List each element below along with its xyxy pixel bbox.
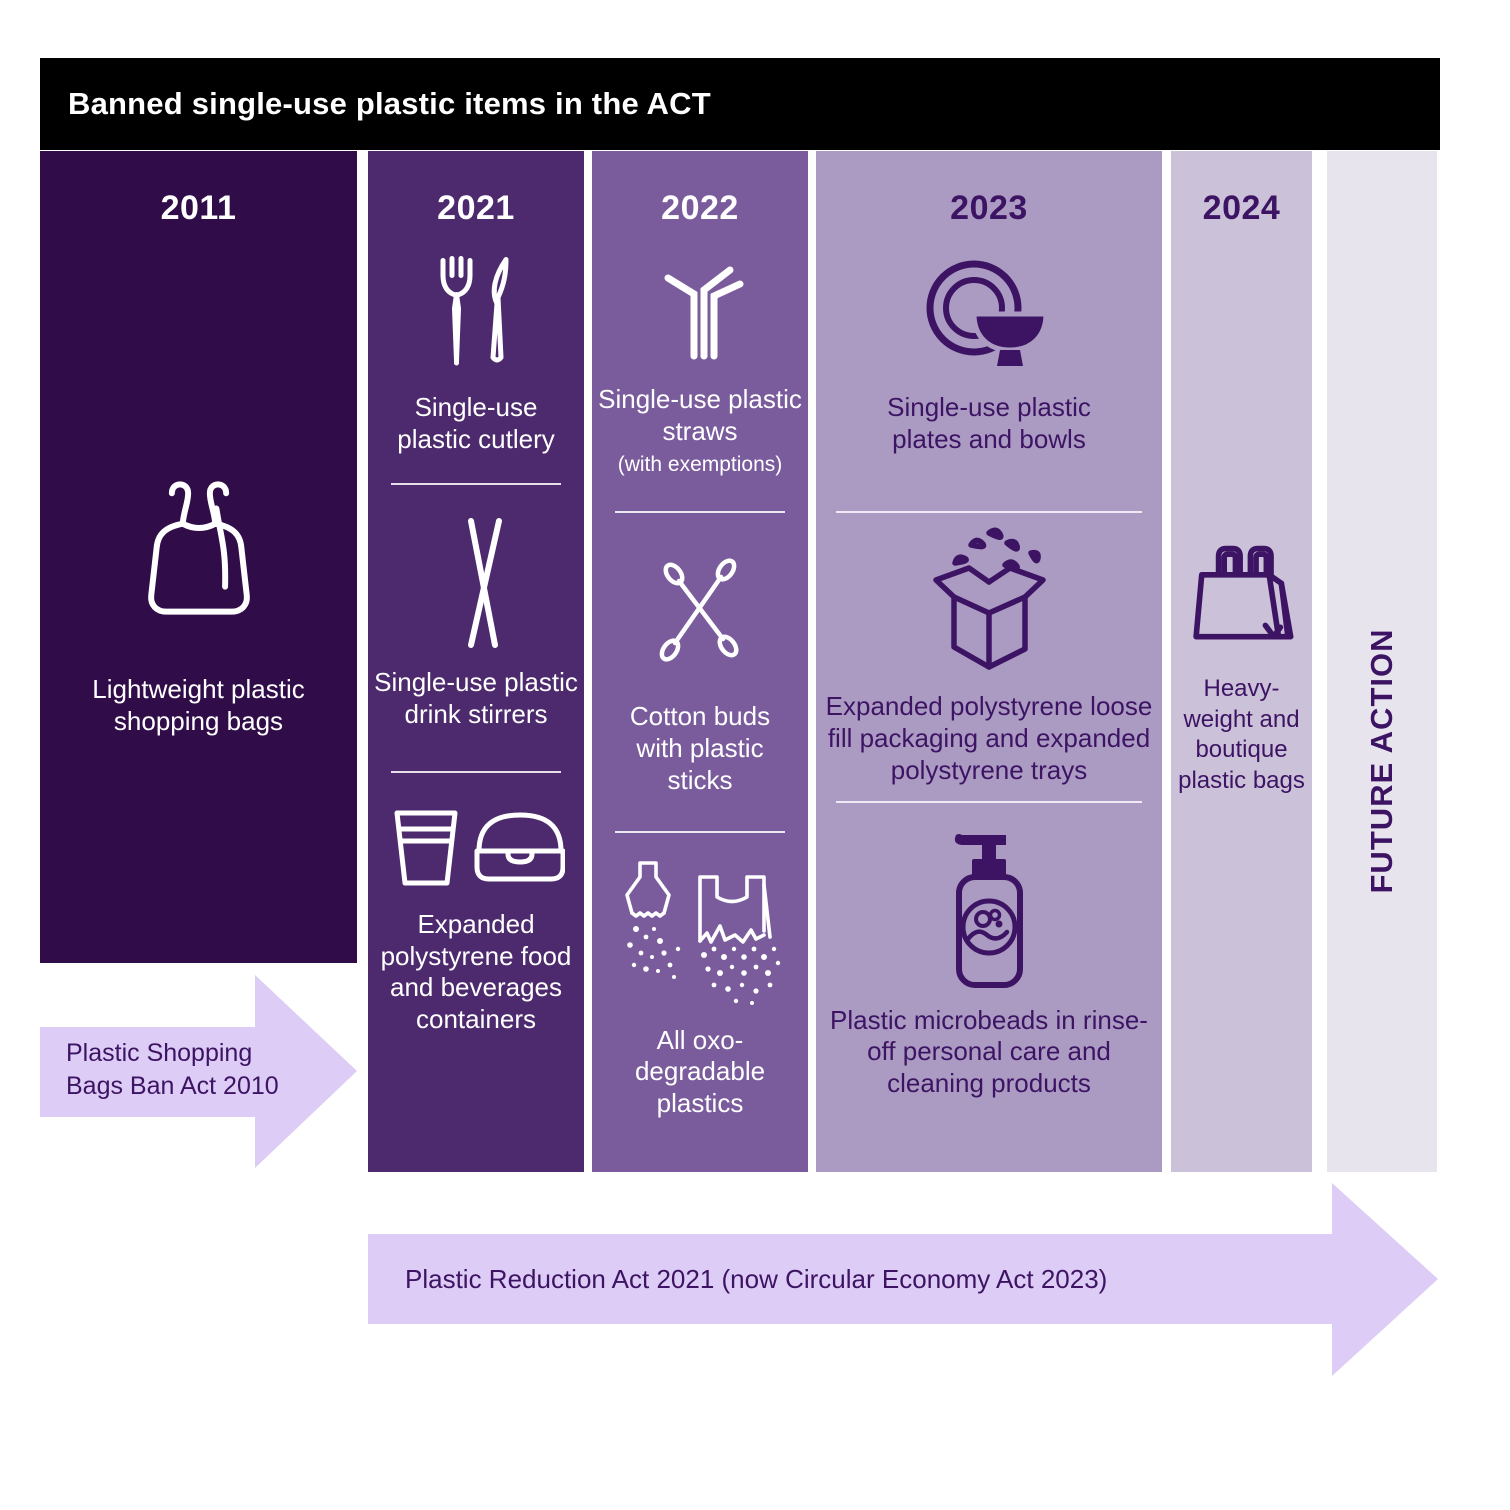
title-bar: Banned single-use plastic items in the A… [40,58,1440,150]
foam-containers-icon [394,810,565,886]
arrow-plastic-shopping-bags-act: Plastic Shopping Bags Ban Act 2010 [40,975,357,1168]
year-label-2024: 2024 [1202,189,1281,227]
arrow-label: Plastic Shopping Bags Ban Act 2010 [66,1039,279,1100]
divider [615,511,785,514]
divider [391,770,561,773]
item-label: Single-use plastic cutlery [397,392,555,454]
future-action-label: FUTURE ACTION [1364,628,1399,894]
straws-icon [664,266,744,360]
pump-bottle-icon [954,833,1023,988]
year-label-2011: 2011 [160,189,237,227]
item-label: All oxo-degradable plastics [634,1024,766,1119]
item-label: Lightweight plastic shopping bags [92,674,305,736]
column-2021: 2021 Single-use plastic cutlery Single-u… [368,151,584,1172]
column-future-action: FUTURE ACTION [1327,151,1437,1172]
item-label: Single-use plastic drink stirrers [374,667,578,730]
year-label-2023: 2023 [950,189,1028,227]
divider [836,511,1142,514]
column-2024: 2024 Heavy-weight and boutique plastic b… [1171,151,1312,1172]
arrow-shaft [368,1234,1333,1324]
cutlery-icon [440,256,509,366]
year-label-2021: 2021 [437,189,515,227]
item-label: Plastic microbeads in rinse-off personal… [830,1004,1148,1099]
arrow-head [255,975,357,1168]
cotton-buds-icon [659,558,739,663]
column-2023: 2023 Single-use plastic plates and bowls… [816,151,1162,1172]
divider [836,800,1142,803]
divider [615,830,785,833]
column-2011: 2011 Lightweight plastic shopping bags [40,151,357,963]
boutique-bag-icon [1192,545,1294,640]
shopping-bag-icon [147,481,250,615]
item-label: Cotton buds with plastic sticks [629,701,771,795]
item-label: Heavy-weight and boutique plastic bags [1178,675,1305,795]
arrow-head [1332,1183,1438,1376]
item-label: Single-use plastic plates and bowls [887,392,1091,454]
oxo-degradable-icon [625,860,781,1005]
drink-stirrers-icon [468,518,502,649]
arrow-plastic-reduction-act: Plastic Reduction Act 2021 (now Circular… [368,1183,1438,1376]
divider [391,483,561,486]
item-label: Single-use plastic straws [598,384,802,446]
item-label: Expanded polystyrene loose fill packagin… [825,691,1153,785]
arrow-label: Plastic Reduction Act 2021 (now Circular… [405,1264,1108,1294]
column-2022: 2022 Single-use plastic straws (with exe… [592,151,808,1172]
loose-fill-box-icon [933,527,1046,671]
year-label-2022: 2022 [661,189,739,227]
page-title: Banned single-use plastic items in the A… [68,86,711,121]
item-note: (with exemptions) [617,453,783,477]
item-label: Expanded polystyrene food and beverages … [380,908,572,1035]
plates-and-bowls-icon [926,260,1049,366]
arrow-shaft [40,1027,256,1117]
